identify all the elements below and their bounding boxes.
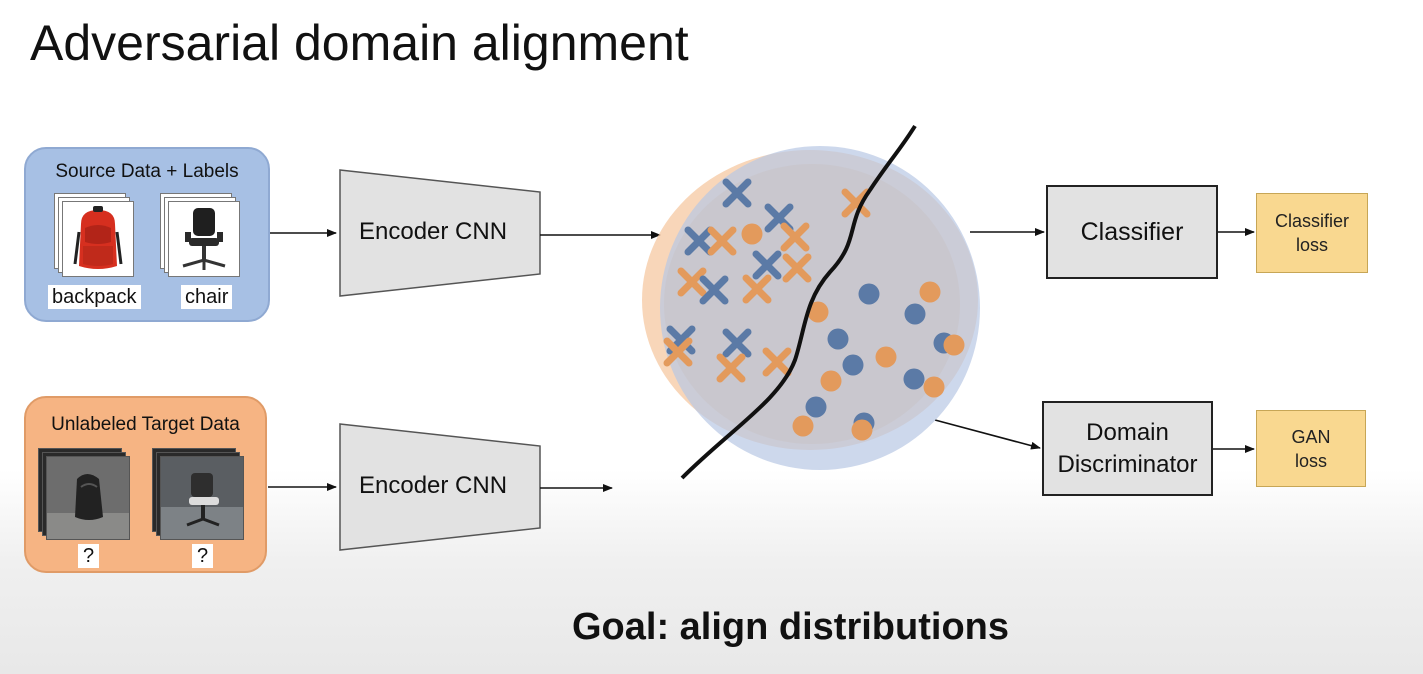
backpack-label: backpack [48, 285, 141, 309]
cross-marker [699, 275, 729, 305]
classifier-box: Classifier [1046, 185, 1218, 279]
target-chair-image [160, 456, 244, 540]
slide-title: Adversarial domain alignment [30, 15, 689, 71]
target-unknown-label-2: ? [192, 544, 214, 568]
office-chair-icon [169, 202, 239, 276]
circle-marker [842, 354, 864, 376]
circle-marker [851, 419, 873, 441]
target-unknown-label-1: ? [78, 544, 100, 568]
encoder-top-shape [339, 169, 541, 297]
cross-marker [762, 347, 792, 377]
target-data-panel: Unlabeled Target Data ? [24, 396, 267, 573]
cross-marker [663, 337, 693, 367]
cross-marker [722, 178, 752, 208]
source-data-panel: Source Data + Labels backpack [24, 147, 270, 322]
circle-marker [805, 396, 827, 418]
cross-marker [742, 274, 772, 304]
classifier-loss-box: Classifier loss [1256, 193, 1368, 273]
circle-marker [827, 328, 849, 350]
target-chair-image-stack [152, 448, 252, 543]
cross-marker [752, 250, 782, 280]
arrow-features-to-discriminator [934, 419, 1041, 450]
chair-label: chair [181, 285, 233, 309]
goal-caption: Goal: align distributions [572, 606, 1009, 648]
circle-marker [943, 334, 965, 356]
target-panel-title: Unlabeled Target Data [51, 414, 240, 435]
cross-marker [722, 328, 752, 358]
circle-marker [904, 303, 926, 325]
encoder-bottom-label: Encoder CNN [359, 472, 508, 499]
circle-marker [741, 223, 763, 245]
cross-marker [841, 188, 871, 218]
source-panel-title: Source Data + Labels [55, 161, 239, 182]
target-backpack-image-stack [38, 448, 138, 543]
backpack-icon [63, 202, 133, 276]
gan-loss-box: GAN loss [1256, 410, 1366, 487]
circle-marker [807, 301, 829, 323]
chair-photo-icon [161, 457, 243, 539]
circle-marker [903, 368, 925, 390]
circle-marker [919, 281, 941, 303]
classifier-loss-line1: Classifier [1274, 211, 1349, 231]
backpack-photo-icon [47, 457, 129, 539]
circle-marker [792, 415, 814, 437]
backpack-image [62, 201, 134, 277]
classifier-loss-line2: loss [1295, 235, 1328, 255]
circle-marker [858, 283, 880, 305]
cross-marker [684, 226, 714, 256]
discriminator-line2: Discriminator [1057, 450, 1198, 478]
circle-marker [875, 346, 897, 368]
cross-marker [780, 222, 810, 252]
encoder-top-label: Encoder CNN [359, 218, 508, 245]
gan-loss-line2: loss [1294, 450, 1327, 471]
cross-marker [716, 353, 746, 383]
chair-image [168, 201, 240, 277]
circle-marker [923, 376, 945, 398]
cross-marker [677, 267, 707, 297]
encoder-bottom-shape [339, 423, 541, 551]
cross-marker [782, 253, 812, 283]
discriminator-line1: Domain [1086, 418, 1169, 446]
domain-discriminator-box: Domain Discriminator [1042, 401, 1213, 496]
cross-marker [707, 226, 737, 256]
gan-loss-line1: GAN [1291, 426, 1331, 447]
chair-image-stack [160, 193, 240, 283]
feature-markers [663, 178, 965, 441]
classifier-label: Classifier [1080, 217, 1184, 246]
backpack-image-stack [54, 193, 134, 283]
circle-marker [820, 370, 842, 392]
target-backpack-image [46, 456, 130, 540]
decision-boundary [680, 124, 917, 480]
